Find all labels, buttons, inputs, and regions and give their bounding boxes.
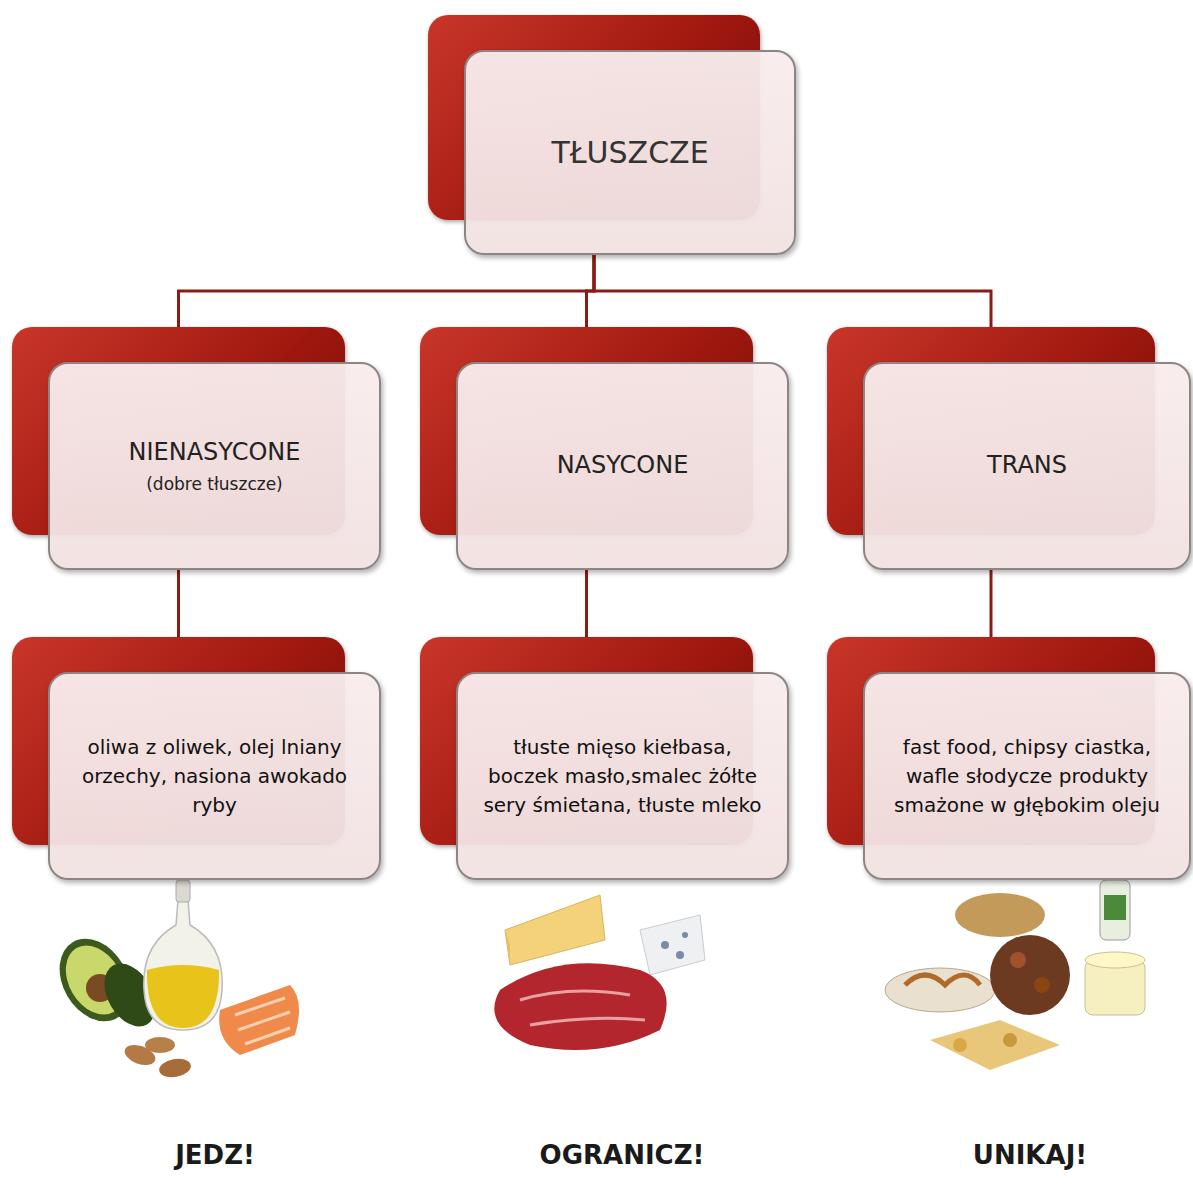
box-title: TRANS bbox=[987, 450, 1067, 481]
box-face: NIENASYCONE (dobre tłuszcze) bbox=[48, 362, 381, 570]
box-title: tłuste mięso kiełbasa, boczek masło,smal… bbox=[478, 733, 768, 820]
box-subtitle: (dobre tłuszcze) bbox=[146, 473, 283, 495]
saturated-food-picture bbox=[494, 895, 705, 1050]
category-box: TRANS bbox=[827, 327, 1191, 570]
category-box: TŁUSZCZE bbox=[428, 15, 796, 255]
box-face: TŁUSZCZE bbox=[464, 50, 796, 255]
box-title: NIENASYCONE bbox=[129, 437, 301, 468]
advice-label: OGRANICZ! bbox=[540, 1140, 705, 1170]
box-face: tłuste mięso kiełbasa, boczek masło,smal… bbox=[456, 672, 789, 880]
tree-connector bbox=[177, 570, 180, 637]
box-face: TRANS bbox=[863, 362, 1191, 570]
tree-connector bbox=[585, 570, 588, 637]
category-box: NIENASYCONE (dobre tłuszcze) bbox=[12, 327, 381, 570]
tree-connector bbox=[990, 570, 993, 637]
box-face: NASYCONE bbox=[456, 362, 789, 570]
category-box: fast food, chipsy ciastka, wafle słodycz… bbox=[827, 637, 1191, 880]
advice-label: JEDZ! bbox=[175, 1140, 255, 1170]
box-title: NASYCONE bbox=[557, 450, 689, 481]
healthy-food-picture bbox=[45, 880, 299, 1080]
box-title: fast food, chipsy ciastka, wafle słodycz… bbox=[892, 733, 1162, 820]
category-box: tłuste mięso kiełbasa, boczek masło,smal… bbox=[420, 637, 789, 880]
box-title: oliwa z oliwek, olej lniany orzechy, nas… bbox=[80, 733, 350, 820]
tree-connector bbox=[179, 255, 595, 327]
box-title: TŁUSZCZE bbox=[551, 133, 708, 172]
trans-food-picture bbox=[885, 880, 1145, 1070]
category-box: NASYCONE bbox=[420, 327, 789, 570]
advice-label: UNIKAJ! bbox=[973, 1140, 1087, 1170]
category-box: oliwa z oliwek, olej lniany orzechy, nas… bbox=[12, 637, 381, 880]
box-face: fast food, chipsy ciastka, wafle słodycz… bbox=[863, 672, 1191, 880]
tree-connector bbox=[594, 255, 991, 327]
box-face: oliwa z oliwek, olej lniany orzechy, nas… bbox=[48, 672, 381, 880]
